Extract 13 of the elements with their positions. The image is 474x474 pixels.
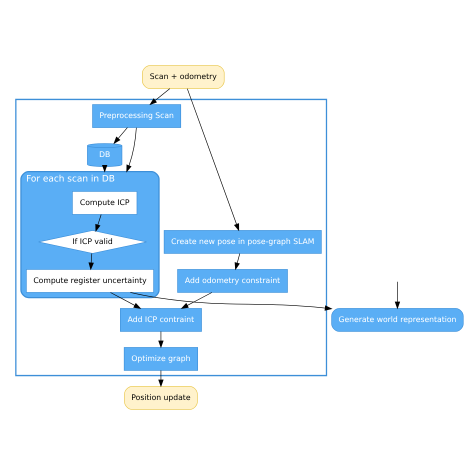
arrow (113, 126, 128, 144)
arrow (88, 252, 94, 270)
arrow (234, 252, 240, 270)
arrow (126, 126, 137, 172)
arrow (158, 330, 164, 348)
arrow (158, 370, 164, 387)
arrow (394, 280, 400, 309)
arrow (130, 292, 333, 310)
arrow (180, 292, 212, 308)
arrow (95, 214, 102, 232)
arrow (186, 88, 240, 231)
arrow (149, 88, 170, 105)
arrow (110, 292, 142, 308)
